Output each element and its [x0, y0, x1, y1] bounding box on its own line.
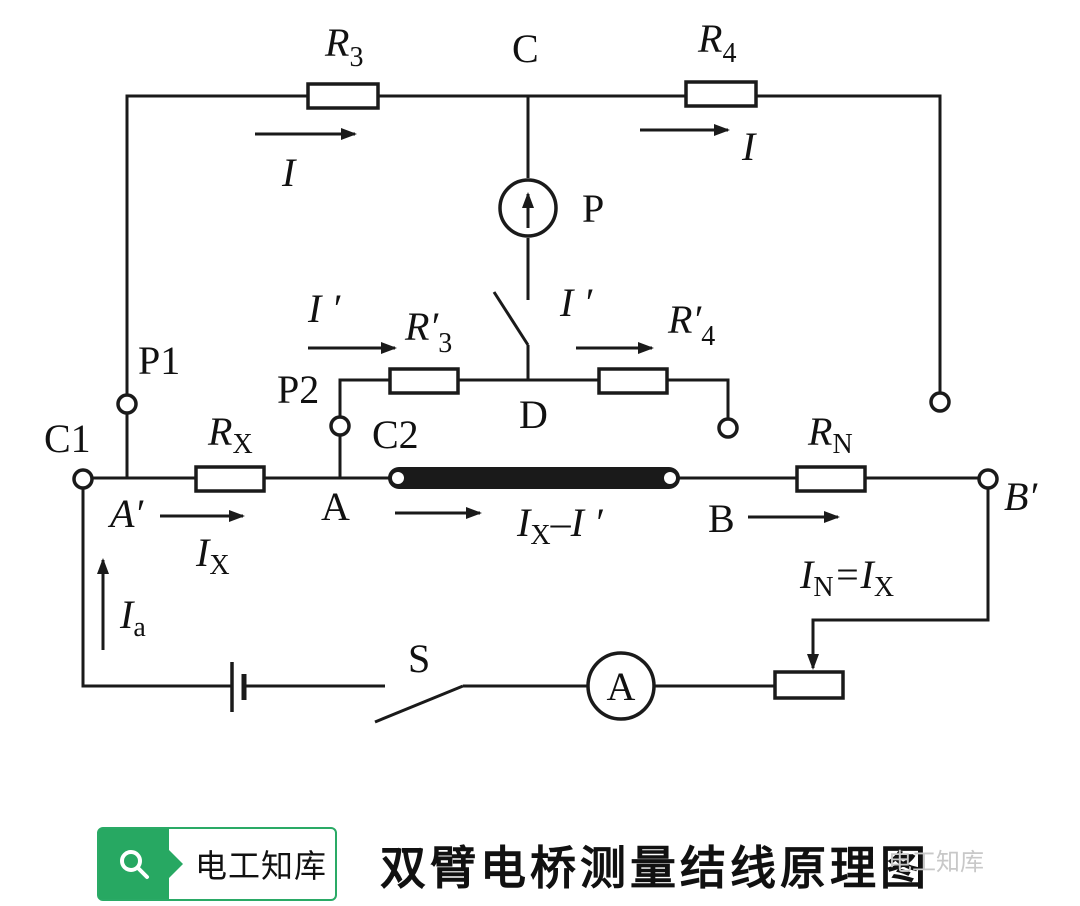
- node-label-c1: C1: [44, 416, 91, 461]
- node-label-c2: C2: [372, 412, 419, 457]
- top-rail-wire: [125, 94, 942, 478]
- current-label-i-prime-left: I ′: [307, 286, 341, 331]
- brand-badge[interactable]: 电工知库: [97, 827, 337, 901]
- current-label-in-eq-ix: IN=IX: [799, 552, 894, 603]
- resistor-r4-prime: [597, 367, 669, 395]
- resistor-r3-prime: [388, 367, 460, 395]
- connecting-conductor: [388, 467, 680, 489]
- ammeter: [586, 651, 656, 721]
- terminal-p2-right: [717, 417, 739, 439]
- figure-caption: 双臂电桥测量结线原理图: [380, 841, 930, 895]
- label-rx: RX: [207, 409, 253, 460]
- terminal-p1-right: [929, 391, 951, 413]
- bottom-left-wire: [81, 488, 232, 688]
- node-label-p2: P2: [277, 367, 319, 412]
- resistor-r4: [684, 80, 758, 108]
- resistor-r3: [306, 82, 380, 110]
- main-switch: [374, 684, 464, 724]
- label-rn: RN: [807, 409, 853, 460]
- galvanometer-switch: [492, 291, 530, 346]
- conductor-end-left: [392, 472, 404, 484]
- node-label-p1: P1: [138, 338, 180, 383]
- terminal-p1: [116, 393, 138, 415]
- label-r4-prime: R′4: [667, 297, 715, 352]
- resistor-rx: [194, 465, 266, 493]
- node-label-b-prime: B′: [1004, 474, 1038, 519]
- current-label-i-right: I: [741, 124, 757, 169]
- current-label-i-left: I: [281, 150, 297, 195]
- current-label-ia: Ia: [119, 592, 146, 643]
- label-r3-prime: R′3: [404, 304, 452, 359]
- resistor-rn: [795, 465, 867, 493]
- node-label-a-prime: A′: [107, 491, 144, 536]
- node-label-d: D: [519, 392, 548, 437]
- switch-label: S: [408, 636, 430, 681]
- watermark: 电工知库: [888, 848, 984, 876]
- node-label-b: B: [708, 496, 735, 541]
- galvanometer-label: P: [582, 186, 604, 231]
- current-label-i-prime-mid: I ′: [559, 280, 593, 325]
- terminal-p2: [329, 415, 351, 437]
- badge-label: 电工知库: [195, 847, 328, 885]
- node-label-a: A: [321, 484, 350, 529]
- right-drop-wire: [811, 488, 990, 650]
- label-r3: R3: [324, 20, 363, 73]
- terminal-c1: [72, 468, 94, 490]
- search-icon: [99, 829, 183, 899]
- conductor-end-right: [664, 472, 676, 484]
- node-label-c: C: [512, 26, 539, 71]
- rheostat: [773, 670, 845, 700]
- current-label-ix: IX: [195, 530, 230, 581]
- terminal-b-prime: [977, 468, 999, 490]
- current-label-ix-minus-i-prime: IX–I ′: [516, 500, 604, 551]
- ammeter-label: A: [607, 664, 636, 709]
- label-r4: R4: [697, 16, 736, 69]
